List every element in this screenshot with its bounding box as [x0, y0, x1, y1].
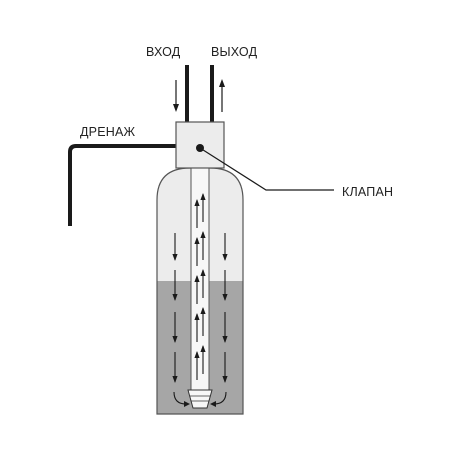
- outlet-arrow-icon: [219, 79, 225, 112]
- flow-arrows: [172, 193, 228, 383]
- riser-tube: [190, 167, 210, 391]
- valve-point-icon: [196, 144, 204, 152]
- up-arrow-icon: [194, 313, 200, 342]
- up-arrow-icon: [194, 237, 200, 266]
- up-arrow-icon: [194, 275, 200, 304]
- valve-label: КЛАПАН: [342, 185, 393, 199]
- up-arrow-icon: [194, 351, 200, 380]
- down-arrow-icon: [172, 270, 178, 301]
- down-arrow-icon: [172, 312, 178, 343]
- bottom-flow-right-icon: [210, 391, 227, 407]
- down-arrow-icon: [172, 352, 178, 383]
- inlet-label: ВХОД: [146, 45, 181, 59]
- up-arrow-icon: [200, 193, 206, 222]
- up-arrow-icon: [194, 199, 200, 228]
- down-arrow-icon: [222, 352, 228, 383]
- bottom-distributor: [187, 389, 213, 409]
- inlet-arrow-icon: [173, 80, 179, 112]
- up-arrow-icon: [200, 231, 206, 260]
- up-arrow-icon: [200, 307, 206, 336]
- valve-leader-line: [199, 147, 334, 191]
- down-arrow-icon: [172, 233, 178, 261]
- up-arrow-icon: [200, 345, 206, 374]
- drain-pipe: [68, 144, 176, 226]
- down-arrow-icon: [222, 270, 228, 301]
- down-arrow-icon: [222, 312, 228, 343]
- bottom-flow-left-icon: [173, 391, 190, 407]
- drain-label: ДРЕНАЖ: [80, 125, 136, 139]
- outlet-label: ВЫХОД: [211, 45, 258, 59]
- up-arrow-icon: [200, 269, 206, 298]
- down-arrow-icon: [222, 233, 228, 261]
